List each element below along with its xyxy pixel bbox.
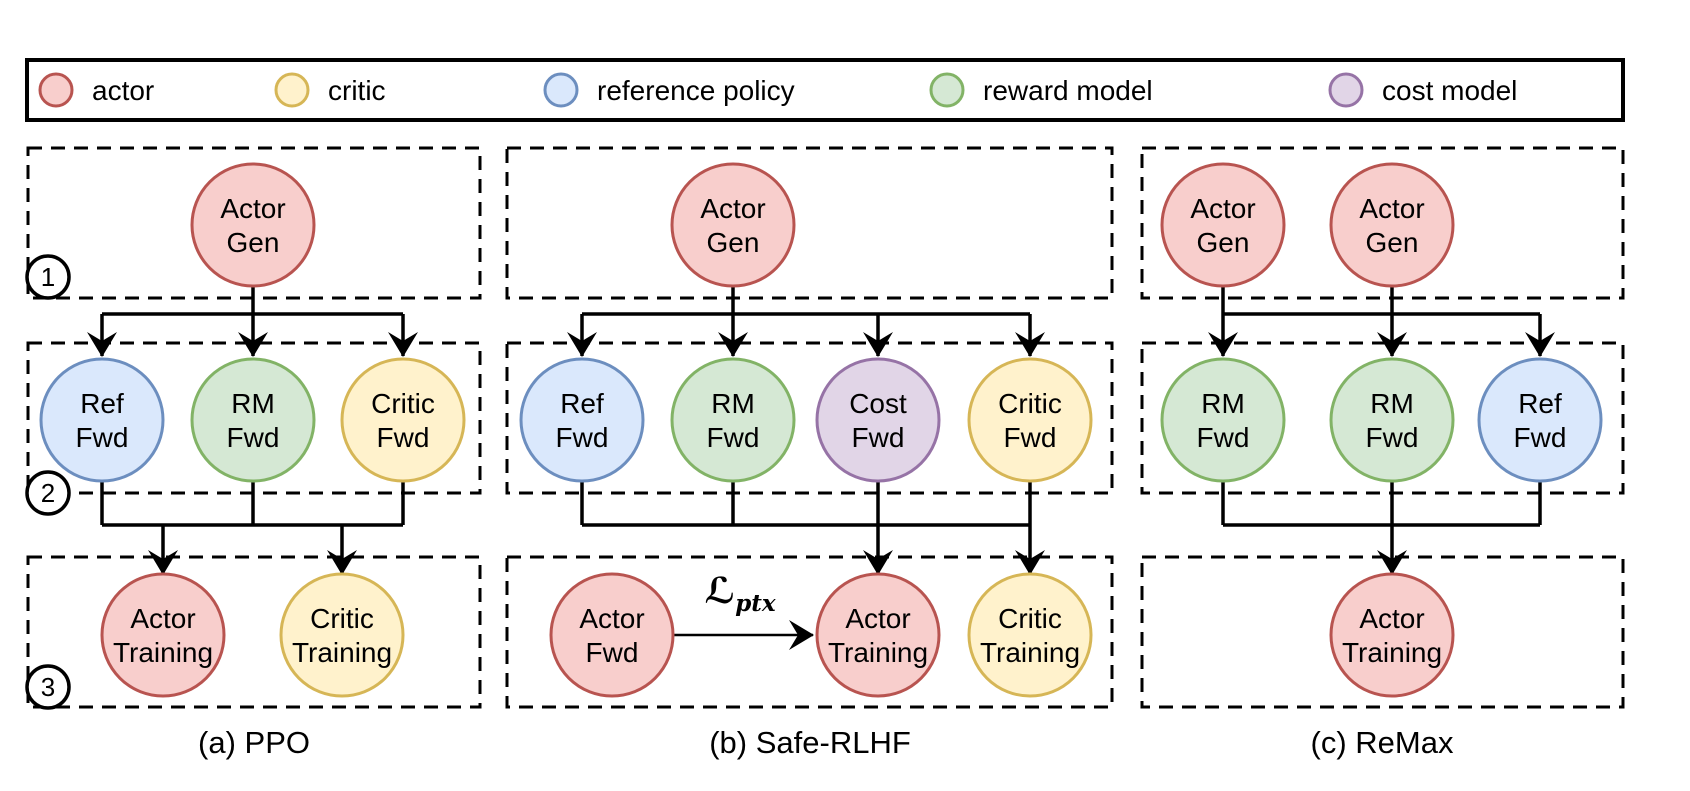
legend-label: cost model (1382, 75, 1517, 106)
panel-a-caption: (a) PPO (198, 725, 310, 760)
row-marker-1: 1 (25, 254, 71, 300)
critic-swatch-icon (274, 72, 310, 108)
panel-a-stage3-box (26, 555, 482, 709)
cost-model-swatch-icon (1328, 72, 1364, 108)
legend-label: critic (328, 75, 386, 106)
panel-c-stage1-box (1140, 146, 1625, 300)
reward-model-swatch-icon (929, 72, 965, 108)
legend-item-actor: actor (38, 72, 154, 108)
svg-text:2: 2 (41, 478, 55, 508)
panel-b-stage1-box (505, 146, 1114, 300)
legend-item-reference-policy: reference policy (543, 72, 795, 108)
row-marker-3: 3 (25, 664, 71, 710)
panel-c-connectors (1221, 286, 1542, 527)
legend-label: actor (92, 75, 154, 106)
legend-item-cost-model: cost model (1328, 72, 1517, 108)
panel-c-caption: (c) ReMax (1311, 725, 1454, 760)
legend-item-critic: critic (274, 72, 386, 108)
row-marker-2: 2 (25, 470, 71, 516)
edge-label-lptx: ℒptx (704, 570, 776, 617)
actor-swatch-icon (38, 72, 74, 108)
svg-text:3: 3 (41, 672, 55, 702)
svg-text:1: 1 (41, 262, 55, 292)
panel-b-connectors (580, 286, 1032, 527)
reference-policy-swatch-icon (543, 72, 579, 108)
legend-label: reference policy (597, 75, 795, 106)
panel-b-caption: (b) Safe-RLHF (709, 725, 911, 760)
panel-b-stage3-box (505, 555, 1114, 709)
legend: actor critic reference policy reward mod… (25, 58, 1625, 122)
legend-label: reward model (983, 75, 1153, 106)
panel-b-stage2-box (505, 341, 1114, 495)
legend-item-reward-model: reward model (929, 72, 1153, 108)
